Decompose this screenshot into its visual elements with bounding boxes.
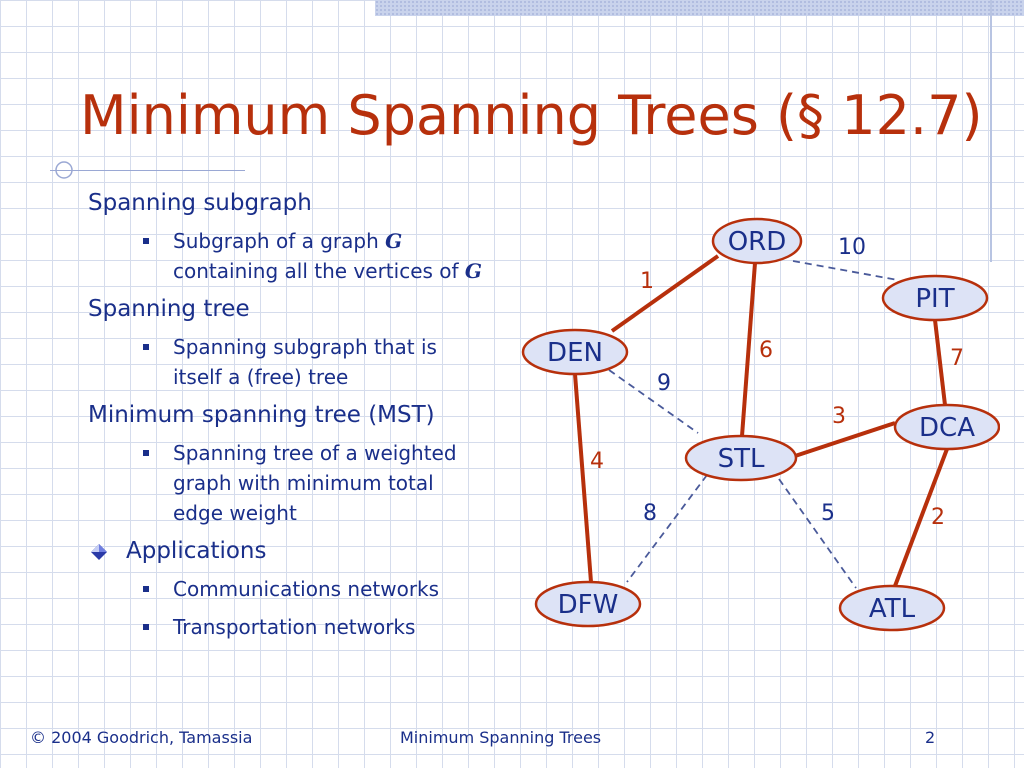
edge-weight-ord-pit: 10 (838, 235, 866, 260)
edge-weight-ord-den: 1 (640, 269, 654, 294)
node-label-pit: PIT (915, 284, 954, 314)
title-underline (50, 170, 245, 171)
node-label-atl: ATL (869, 594, 916, 624)
edge-weight-stl-dfw: 8 (643, 501, 657, 526)
diamond-icon (91, 544, 107, 560)
slide-title: Minimum Spanning Trees (§ 12.7) (80, 84, 983, 147)
edge-stl-dca (791, 421, 896, 459)
node-pit (881, 274, 989, 322)
edge-ord-stl (740, 262, 757, 437)
edge-den-dfw (573, 373, 593, 583)
node-label-dfw: DFW (558, 590, 619, 620)
square-bullet-icon (143, 450, 149, 456)
node-label-ord: ORD (728, 227, 787, 257)
square-bullet-icon (143, 344, 149, 350)
edge-pit-dca (933, 319, 947, 406)
sub-bullet-subgraph-definition: Subgraph of a graph G containing all the… (88, 226, 528, 286)
square-bullet-icon (143, 238, 149, 244)
edge-weight-stl-dca: 3 (832, 404, 846, 429)
sub-bullet-spanning-tree-definition: Spanning subgraph that is itself a (free… (88, 332, 528, 392)
square-bullet-icon (143, 586, 149, 592)
edge-stl-atl (778, 478, 857, 589)
node-dca (893, 403, 1000, 451)
node-den (521, 328, 629, 376)
bullet-applications: Applications (88, 536, 528, 566)
mst-graph-diagram: 1 10 6 7 9 4 3 8 5 2 ORD PIT DEN DCA STL DFW ATL (521, 217, 1000, 632)
node-dfw (534, 580, 642, 628)
sub-bullet-transportation: Transportation networks (88, 612, 528, 642)
edge-weight-dca-atl: 2 (931, 505, 945, 530)
edge-weight-ord-stl: 6 (759, 338, 773, 363)
footer-copyright: © 2004 Goodrich, Tamassia (30, 728, 253, 747)
node-atl (838, 584, 946, 632)
graph-symbol: G (464, 259, 482, 283)
node-ord (711, 217, 803, 265)
node-label-den: DEN (547, 338, 603, 368)
graph-symbol: G (385, 229, 403, 253)
edge-stl-dfw (626, 474, 708, 583)
bullet-spanning-tree: Spanning tree (88, 296, 250, 322)
edge-ord-pit (792, 260, 899, 281)
bullet-mst: Minimum spanning tree (MST) (88, 402, 435, 428)
sub-bullet-communications: Communications networks (88, 574, 528, 604)
edge-weight-den-dfw: 4 (590, 449, 604, 474)
top-decorative-band (375, 0, 1024, 16)
node-stl (684, 434, 798, 482)
square-bullet-icon (143, 624, 149, 630)
sub-bullet-mst-definition: Spanning tree of a weighted graph with m… (88, 438, 528, 528)
footer-page-number: 2 (925, 728, 936, 747)
edge-weight-den-stl: 9 (657, 371, 671, 396)
edge-ord-den (610, 254, 720, 333)
node-label-stl: STL (718, 444, 765, 474)
edge-weight-stl-atl: 5 (821, 501, 835, 526)
bullet-list: Spanning subgraph Subgraph of a graph G … (88, 188, 528, 650)
edge-weight-pit-dca: 7 (950, 346, 964, 371)
node-label-dca: DCA (919, 413, 975, 443)
right-decorative-line (990, 0, 992, 262)
footer-topic: Minimum Spanning Trees (400, 728, 602, 747)
bullet-spanning-subgraph: Spanning subgraph (88, 190, 312, 216)
edge-den-stl (608, 369, 699, 434)
edge-dca-atl (893, 448, 949, 587)
